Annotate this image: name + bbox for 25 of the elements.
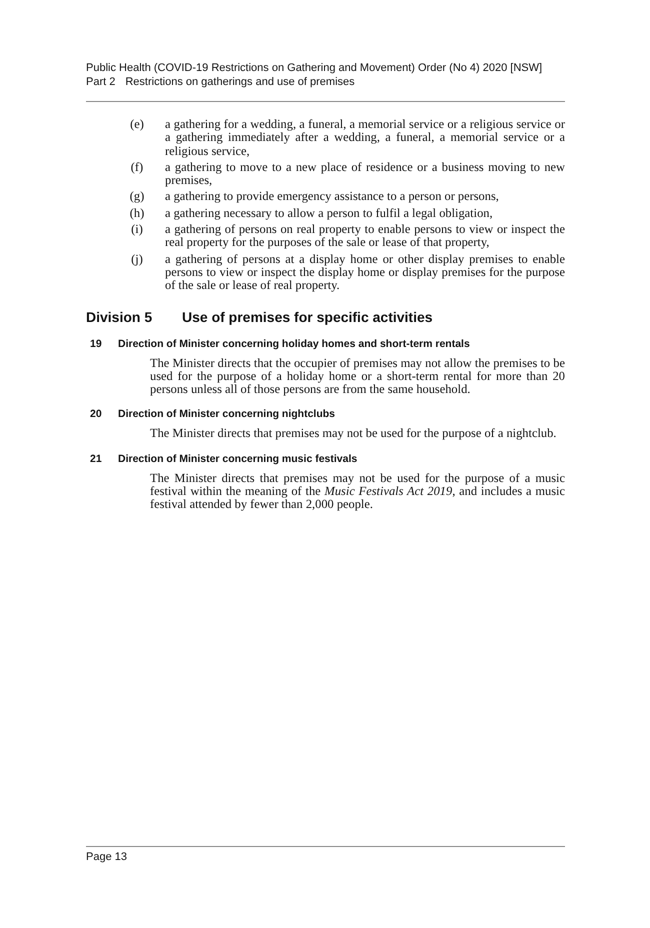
section-number: 19 [89, 338, 103, 351]
paragraph-letter: (f) [130, 160, 144, 176]
page-number: Page 13 [86, 850, 127, 864]
paragraph-letter: (e) [129, 118, 145, 133]
division-number: Division 5 [86, 308, 154, 326]
part-number: Part 2 [86, 75, 116, 89]
paragraph-text: a gathering of persons at a display home or other display premises to enable persons to view or inspect the display home or display premises for the purpose of the sale or lease of real property. [165, 252, 565, 293]
section-text: The Minister directs that premises may not be used for the purpose of a nightclub. [150, 427, 558, 441]
section-text: The Minister directs that premises may not be used for the purpose of a music festival within the meaning of the Music Festivals Act 2019, and includes a music festival attended by fewer than 2,000 people. [150, 472, 565, 512]
paragraph-letter: (i) [130, 223, 144, 238]
section-heading: Direction of Minister concerning holiday homes and short-term rentals [118, 338, 470, 351]
paragraph-text: a gathering necessary to allow a person to fulfil a legal obligation, [165, 206, 494, 220]
paragraph-text: a gathering of persons on real property to enable persons to view or inspect the real property for the purposes of the sale or lease of that property, [165, 223, 565, 250]
section-number: 21 [89, 452, 103, 466]
part-title: Restrictions on gatherings and use of premises [125, 75, 355, 89]
paragraph-letter: (j) [130, 252, 144, 268]
section-heading: Direction of Minister concerning music festivals [118, 452, 358, 466]
paragraph-letter: (g) [128, 190, 146, 204]
paragraph-text: a gathering to provide emergency assistance to a person or persons, [165, 190, 500, 204]
section-text: The Minister directs that the occupier of premises may not allow the premises to be used for the purpose of a holiday home or a short-term rental for more than 20 persons unless all of those persons are from the same household. [150, 356, 565, 396]
division-heading: Use of premises for specific activities [182, 308, 433, 326]
paragraph-letter: (h) [128, 206, 146, 220]
document-title: Public Health (COVID-19 Restrictions on Gathering and Movement) Order (No 4) 2020 [NSW] [86, 61, 542, 75]
section-heading: Direction of Minister concerning nightclubs [118, 408, 336, 422]
section-number: 20 [89, 408, 103, 422]
